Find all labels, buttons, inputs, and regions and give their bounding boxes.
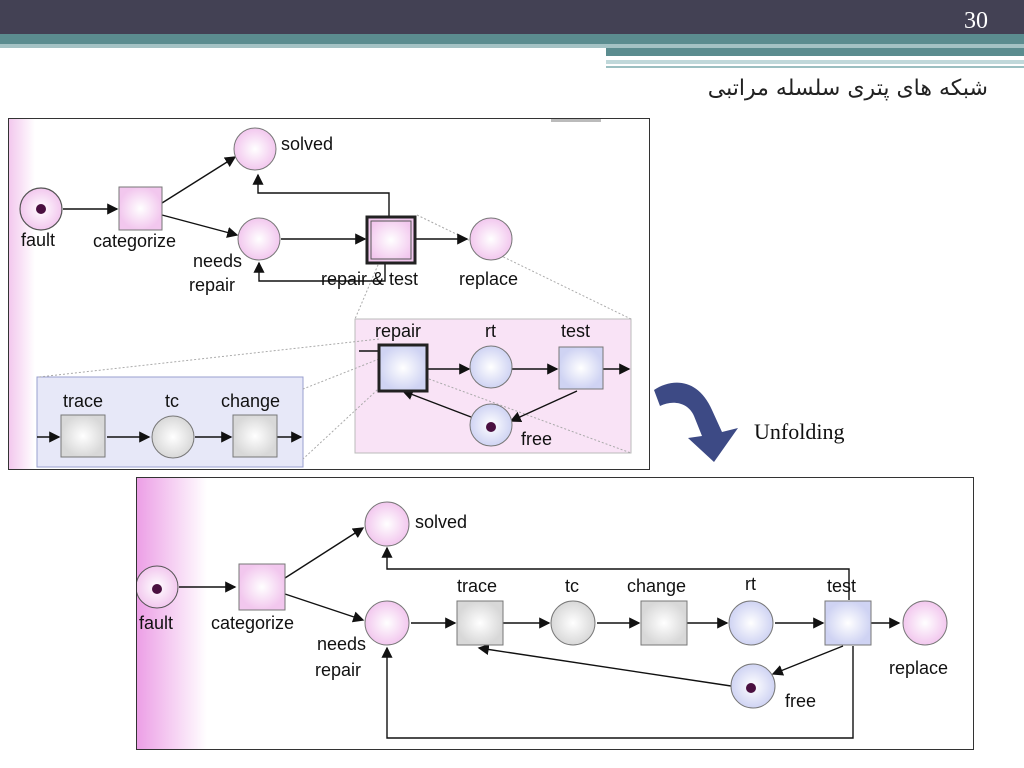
transition-categorize [118, 186, 163, 231]
transition-categorize [238, 563, 286, 611]
place-tc [550, 600, 596, 646]
header-accent-bar-light [606, 60, 1024, 64]
transition-trace [456, 600, 504, 646]
hierarchical-petri-net-panel: fault categorize solved needs repair rep… [8, 118, 650, 470]
place-rt [469, 345, 513, 389]
place-replace [902, 600, 948, 646]
place-tc [151, 415, 195, 459]
label-solved: solved [281, 134, 333, 154]
place-free [469, 403, 513, 447]
label-free: free [521, 429, 552, 449]
label-repair: repair [315, 660, 361, 680]
label-repair: repair [189, 275, 235, 295]
transition-test [824, 600, 872, 646]
label-rt: rt [745, 574, 756, 594]
token [36, 204, 46, 214]
token [486, 422, 496, 432]
label-replace: replace [459, 269, 518, 289]
place-solved [233, 127, 277, 171]
label-repair-test: repair & test [321, 269, 418, 289]
token [152, 584, 162, 594]
label-trace: trace [63, 391, 103, 411]
label-fault: fault [21, 230, 55, 250]
header-accent-bar-thin [606, 66, 1024, 68]
unfolded-petri-net-diagram: fault categorize solved needs repair tra… [137, 478, 948, 749]
arcs [179, 527, 901, 739]
place-needs-repair [364, 600, 410, 646]
header-bar [0, 0, 1024, 34]
place-fault [19, 187, 63, 231]
place-free [730, 663, 776, 709]
transition-change [640, 600, 688, 646]
label-free: free [785, 691, 816, 711]
header-stripe-light [0, 44, 1024, 48]
transition-repair-test [365, 215, 417, 265]
unfolding-label: Unfolding [754, 419, 845, 444]
panel-gradient [137, 478, 207, 749]
transition-change [232, 414, 278, 458]
unfolded-petri-net-panel: fault categorize solved needs repair tra… [136, 477, 974, 750]
label-rt: rt [485, 321, 496, 341]
header-stripe [0, 34, 1024, 44]
label-change: change [221, 391, 280, 411]
transition-repair-test-inner [370, 220, 412, 260]
place-fault [137, 565, 179, 609]
place-rt [728, 600, 774, 646]
label-test: test [561, 321, 590, 341]
label-fault: fault [139, 613, 173, 633]
label-trace: trace [457, 576, 497, 596]
label-categorize: categorize [211, 613, 294, 633]
unfolding-arrow-icon [654, 382, 738, 462]
label-solved: solved [415, 512, 467, 532]
slide-title: شبکه های پتری سلسله مراتبی [707, 76, 988, 101]
zoom-lines [38, 214, 632, 460]
place-needs-repair [237, 217, 281, 261]
label-sub-repair: repair [375, 321, 421, 341]
transition-test [558, 346, 604, 390]
label-change: change [627, 576, 686, 596]
label-tc: tc [165, 391, 179, 411]
panel-gradient [9, 119, 35, 469]
hierarchical-petri-net-diagram: fault categorize solved needs repair rep… [9, 119, 632, 469]
label-tc: tc [565, 576, 579, 596]
label-needs: needs [193, 251, 242, 271]
label-replace: replace [889, 658, 948, 678]
label-needs: needs [317, 634, 366, 654]
place-solved [364, 501, 410, 547]
label-categorize: categorize [93, 231, 176, 251]
place-replace [469, 217, 513, 261]
label-test: test [827, 576, 856, 596]
header-accent-bar [606, 48, 1024, 56]
arcs [37, 156, 631, 443]
panel-fragment [551, 119, 601, 122]
transition-trace [60, 414, 106, 458]
transition-repair [377, 343, 429, 393]
token [746, 683, 756, 693]
page-number: 30 [964, 8, 988, 34]
